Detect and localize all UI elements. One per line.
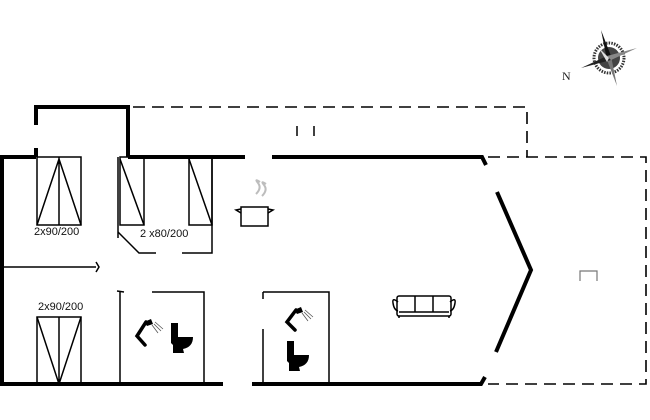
- interior-walls: [2, 157, 330, 384]
- shower-icon: [134, 319, 164, 347]
- bed-size-label: 2x90/200: [38, 301, 84, 313]
- toilet-icon: [171, 323, 193, 353]
- bed-size-label: 2 x80/200: [140, 228, 189, 240]
- bed-icon: [188, 156, 213, 226]
- compass-rose-icon: [581, 30, 637, 86]
- toilet-icon: [287, 341, 309, 371]
- bed-icon: [36, 156, 82, 226]
- exterior-walls: [0, 105, 534, 386]
- terrace-outline: [133, 106, 647, 385]
- bed-icon: [36, 316, 82, 387]
- bed-icon: [119, 156, 145, 226]
- shower-icon: [284, 307, 314, 332]
- grill-icon: [579, 270, 598, 281]
- sofa-icon: [392, 295, 456, 318]
- north-label: N: [562, 69, 571, 83]
- window-icon: [296, 126, 315, 136]
- cooking-pot-icon: [233, 179, 276, 227]
- bed-size-label: 2x90/200: [34, 226, 80, 238]
